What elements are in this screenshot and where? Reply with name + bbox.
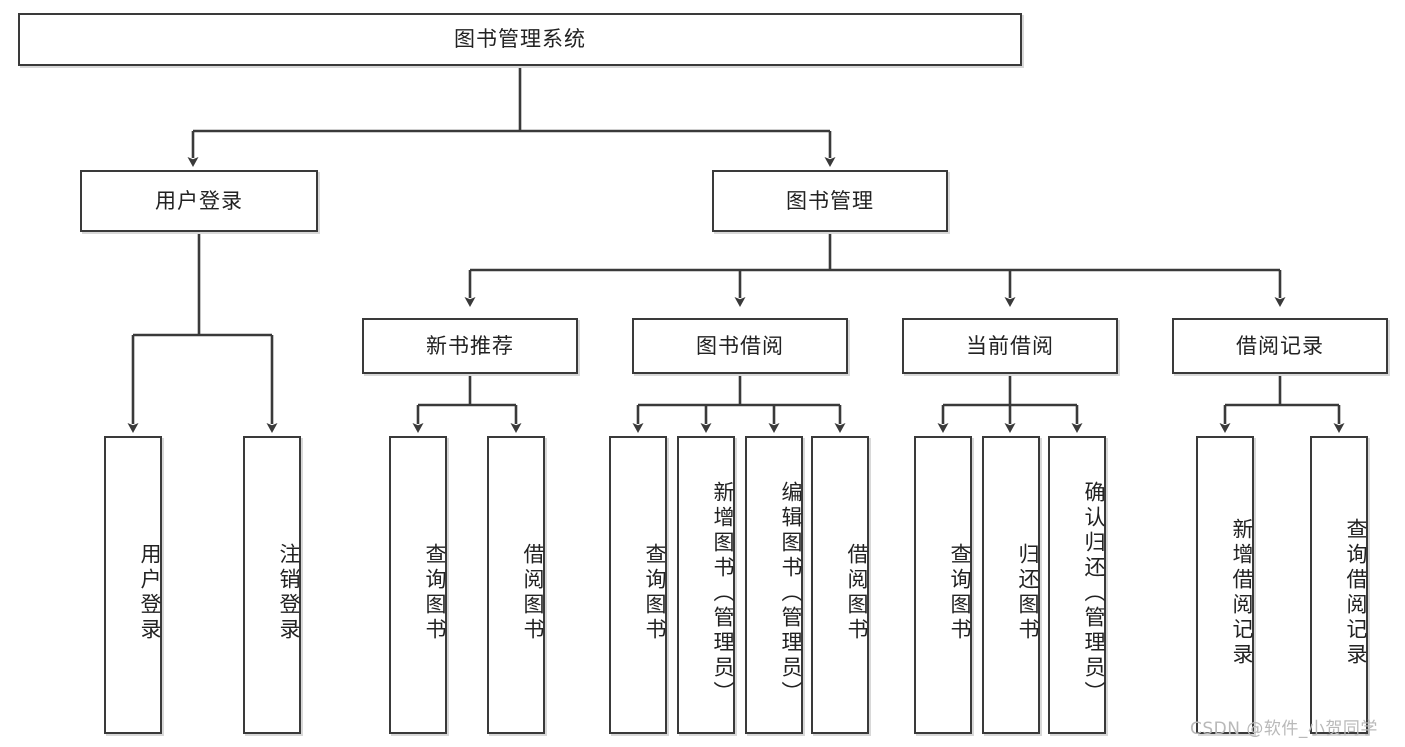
leaf-query-book-borrow[interactable]: 查询图书 — [609, 436, 667, 734]
node-label: 图书管理系统 — [454, 27, 586, 51]
node-label: 查询借阅记录 — [1344, 518, 1368, 668]
leaf-confirm-return-admin[interactable]: 确认归还（管理员） — [1048, 436, 1106, 734]
node-label: 归还图书 — [1016, 543, 1040, 643]
node-label: 借阅图书 — [845, 543, 869, 643]
node-label: 注销登录 — [277, 543, 301, 643]
leaf-borrow-book-borrow[interactable]: 借阅图书 — [811, 436, 869, 734]
node-label: 新增图书（管理员） — [711, 480, 735, 706]
node-current-borrow[interactable]: 当前借阅 — [902, 318, 1118, 374]
node-label: 编辑图书（管理员） — [779, 480, 803, 706]
node-label: 用户登录 — [138, 543, 162, 643]
leaf-query-borrow-record[interactable]: 查询借阅记录 — [1310, 436, 1368, 734]
node-user-login[interactable]: 用户登录 — [80, 170, 318, 232]
node-label: 确认归还（管理员） — [1082, 480, 1106, 706]
node-label: 借阅记录 — [1236, 333, 1324, 358]
node-label: 新书推荐 — [426, 333, 514, 358]
leaf-query-book-recommend[interactable]: 查询图书 — [389, 436, 447, 734]
leaf-borrow-book-recommend[interactable]: 借阅图书 — [487, 436, 545, 734]
node-borrow-record[interactable]: 借阅记录 — [1172, 318, 1388, 374]
watermark-csdn: CSDN @软件_小贺同学 — [1190, 719, 1378, 739]
node-label: 当前借阅 — [966, 333, 1054, 358]
node-label: 查询图书 — [643, 543, 667, 643]
node-label: 新增借阅记录 — [1230, 518, 1254, 668]
leaf-add-book-admin[interactable]: 新增图书（管理员） — [677, 436, 735, 734]
node-label: 用户登录 — [155, 188, 243, 213]
leaf-logout-login[interactable]: 注销登录 — [243, 436, 301, 734]
node-root-book-management-system[interactable]: 图书管理系统 — [18, 13, 1022, 66]
node-label: 图书借阅 — [696, 333, 784, 358]
node-book-management[interactable]: 图书管理 — [712, 170, 948, 232]
leaf-user-login[interactable]: 用户登录 — [104, 436, 162, 734]
node-label: 图书管理 — [786, 188, 874, 213]
leaf-query-book-current[interactable]: 查询图书 — [914, 436, 972, 734]
node-book-borrow[interactable]: 图书借阅 — [632, 318, 848, 374]
node-label: 查询图书 — [423, 543, 447, 643]
node-label: 查询图书 — [948, 543, 972, 643]
node-new-book-recommend[interactable]: 新书推荐 — [362, 318, 578, 374]
node-label: 借阅图书 — [521, 543, 545, 643]
leaf-edit-book-admin[interactable]: 编辑图书（管理员） — [745, 436, 803, 734]
leaf-return-book[interactable]: 归还图书 — [982, 436, 1040, 734]
leaf-add-borrow-record[interactable]: 新增借阅记录 — [1196, 436, 1254, 734]
